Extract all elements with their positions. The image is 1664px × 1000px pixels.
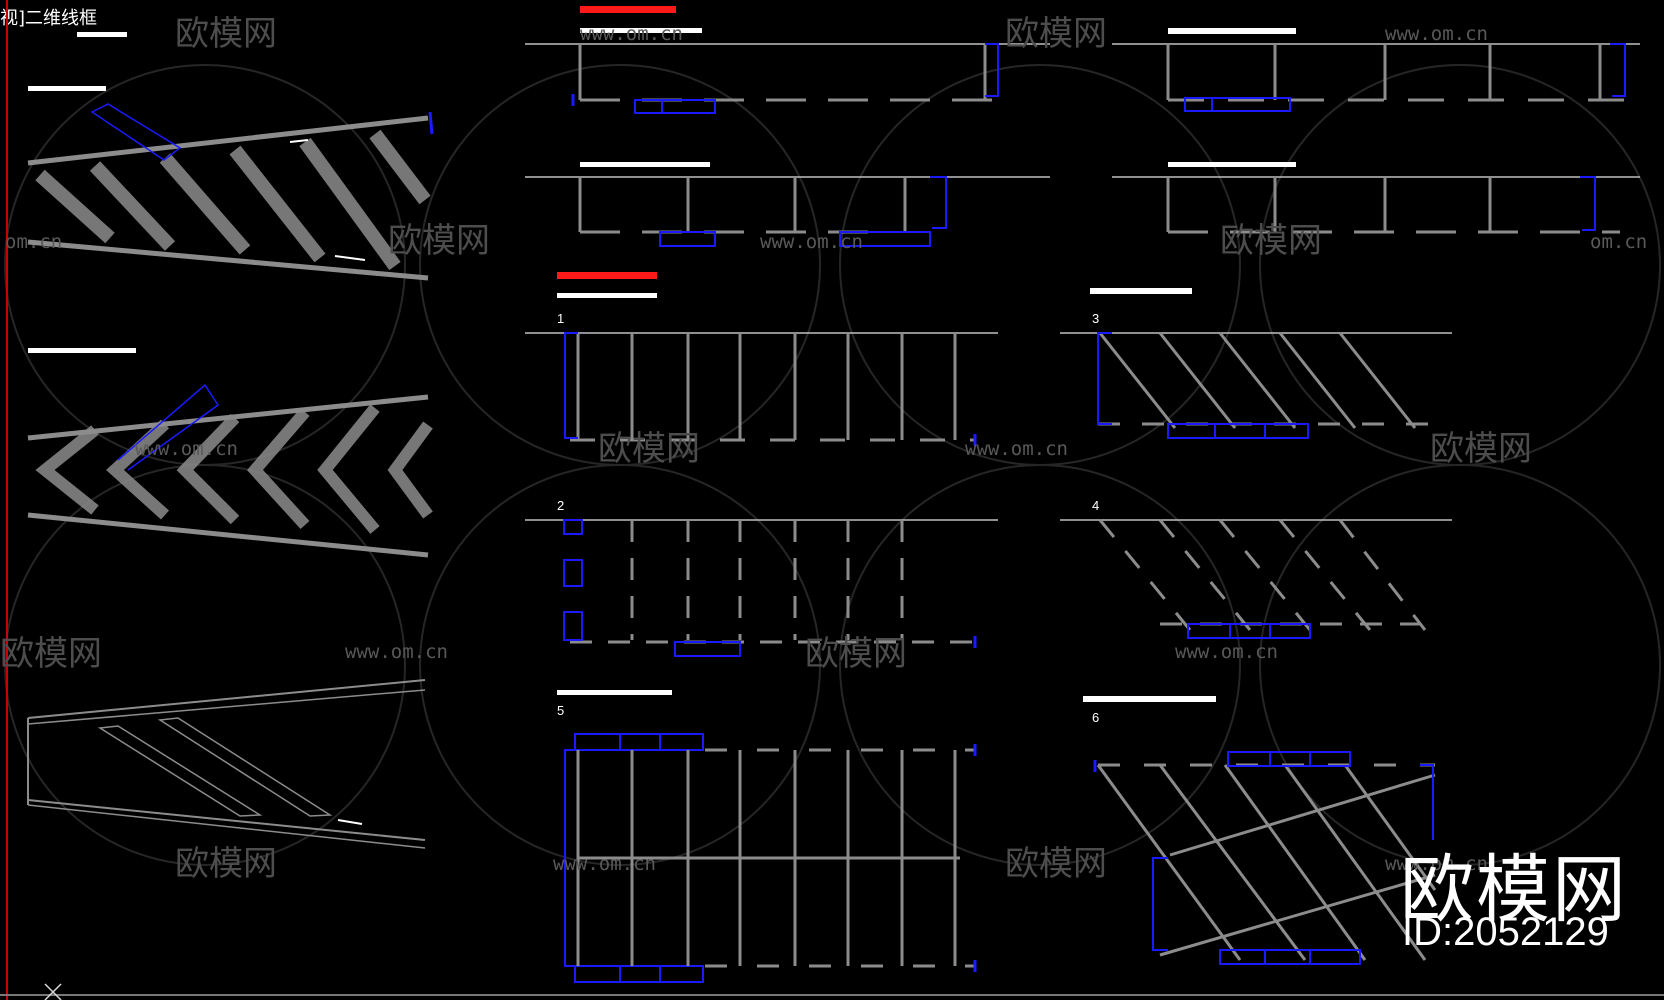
watermark-brand: 欧模网 — [0, 634, 102, 674]
watermark-brand: 欧模网 — [805, 634, 907, 674]
watermarks: 欧模网 欧模网 欧模网 欧模网 欧模网 欧模网 欧模网 欧模网 欧模网 欧模网 — [0, 14, 1532, 884]
watermark-urls: www.om.cn www.om.cn om.cn www.om.cn om.c… — [5, 23, 1647, 875]
title-bar[interactable] — [557, 690, 672, 695]
watermark-brand: 欧模网 — [1430, 429, 1532, 469]
section-top-b[interactable] — [1112, 28, 1640, 112]
title-bar[interactable] — [1083, 696, 1216, 702]
watermark-url: www.om.cn — [1175, 641, 1278, 663]
panel-6[interactable] — [1083, 696, 1437, 965]
watermark-brand: 欧模网 — [598, 429, 700, 469]
title-bar[interactable] — [28, 348, 136, 353]
panel-label: 3 — [1092, 311, 1100, 326]
title-bar[interactable] — [557, 293, 657, 298]
watermark-url: www.om.cn — [345, 641, 448, 663]
watermark-url: www.om.cn — [965, 438, 1068, 460]
watermark-brand: 欧模网 — [175, 14, 277, 54]
panel-5[interactable] — [557, 690, 977, 983]
watermark-url: www.om.cn — [1385, 23, 1488, 45]
panel-3[interactable] — [1060, 288, 1452, 439]
watermark-brand: 欧模网 — [388, 221, 490, 261]
panel-1[interactable] — [525, 272, 998, 446]
brand-logo: 欧模网 — [1400, 847, 1628, 933]
watermark-url: www.om.cn — [553, 853, 656, 875]
watermark-circles — [4, 64, 1661, 866]
panel-label: 4 — [1092, 498, 1100, 513]
watermark-brand: 欧模网 — [175, 844, 277, 884]
watermark-brand: 欧模网 — [1005, 14, 1107, 54]
panel-label: 6 — [1092, 710, 1100, 725]
section-top-c[interactable] — [525, 162, 1050, 247]
watermark-brand: 欧模网 — [1005, 844, 1107, 884]
watermark-url: om.cn — [5, 231, 62, 253]
watermark-brand: 欧模网 — [1220, 221, 1322, 261]
watermark-url: om.cn — [1590, 231, 1647, 253]
watermark-url: www.om.cn — [580, 23, 683, 45]
panel-label: 2 — [557, 498, 565, 513]
watermark-url: www.om.cn — [135, 438, 238, 460]
watermark-url: www.om.cn — [1385, 853, 1488, 875]
panel-label: 1 — [557, 311, 565, 326]
title-bar[interactable] — [77, 32, 127, 37]
viewport-label[interactable]: 视]二维线框 — [0, 8, 98, 29]
panel-label: 5 — [557, 703, 565, 718]
title-bar[interactable] — [1168, 28, 1296, 34]
title-bar[interactable] — [1168, 162, 1296, 167]
left-pattern-outline[interactable] — [27, 679, 426, 849]
section-top-a[interactable] — [525, 6, 1050, 114]
watermark-url: www.om.cn — [760, 231, 863, 253]
title-bar[interactable] — [28, 86, 106, 91]
left-pattern-herringbone[interactable] — [27, 348, 433, 558]
ucs-x-icon — [44, 983, 62, 1000]
model-id-label: ID:2052129 — [1402, 910, 1609, 954]
title-bar-active[interactable] — [580, 6, 676, 13]
title-bar[interactable] — [580, 28, 702, 33]
panel-2[interactable] — [525, 519, 998, 657]
title-bar-active[interactable] — [557, 272, 657, 279]
panel-4[interactable] — [1060, 519, 1452, 639]
title-bar[interactable] — [580, 162, 710, 167]
title-bar[interactable] — [1090, 288, 1192, 294]
section-top-d[interactable] — [1112, 162, 1640, 234]
left-pattern-diagonal[interactable] — [27, 32, 434, 281]
